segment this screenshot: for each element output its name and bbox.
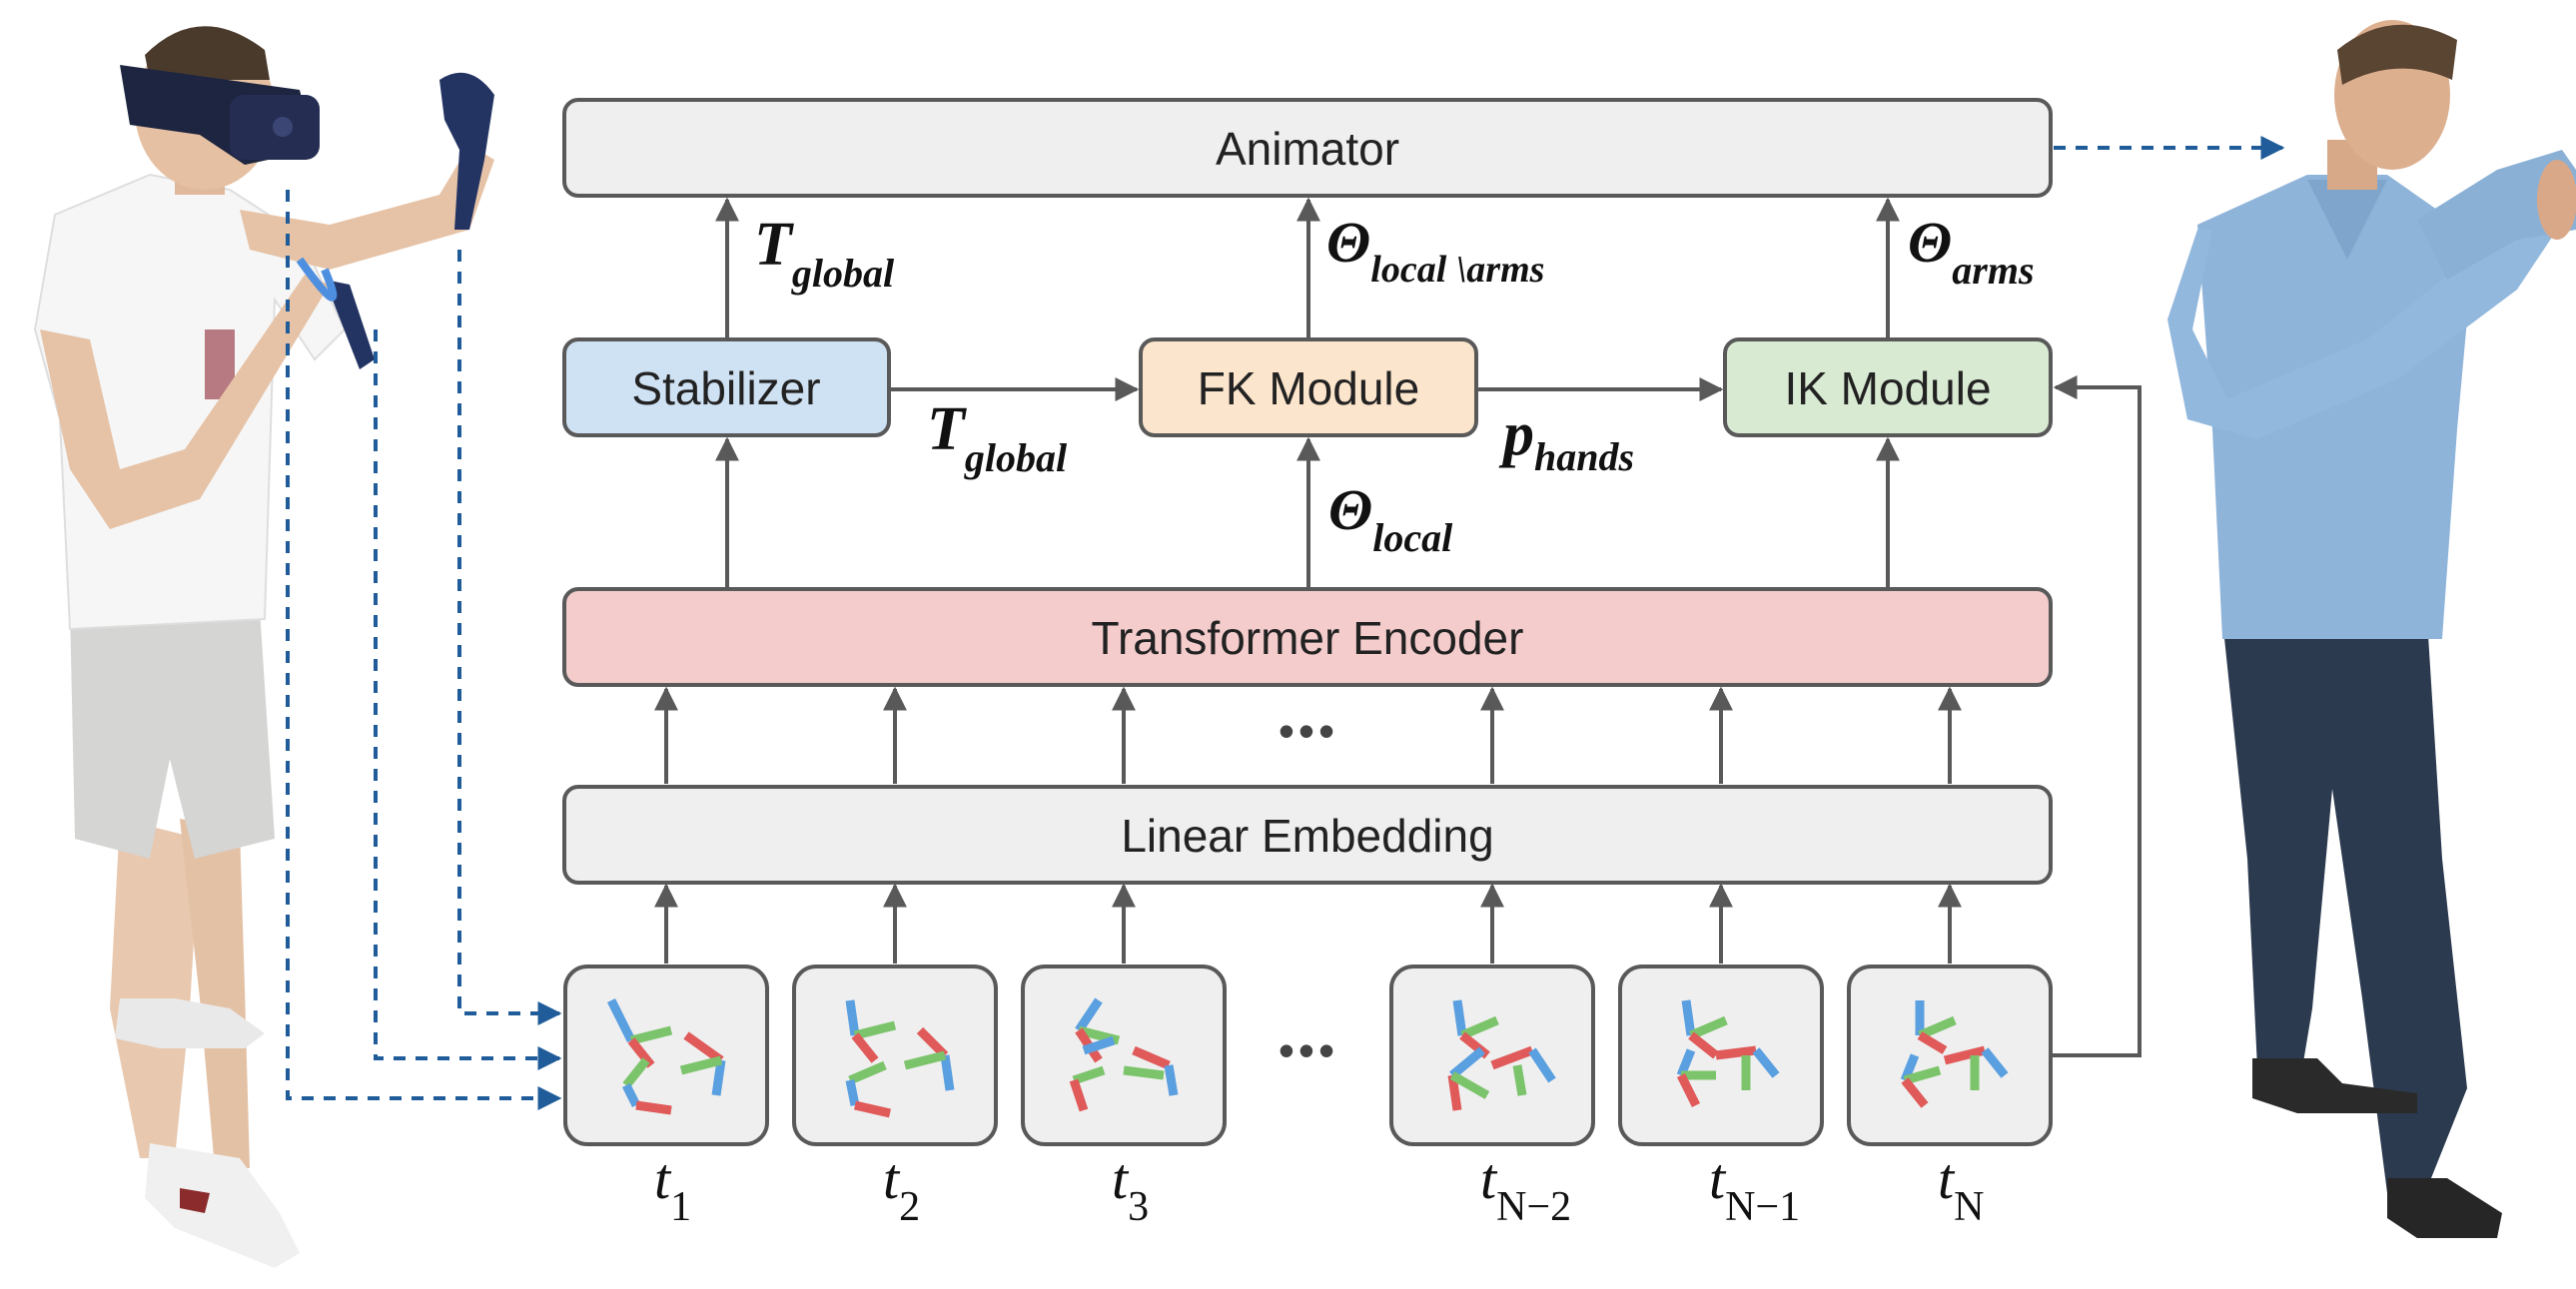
- input-frame-tile: [1389, 965, 1595, 1146]
- input-frame-tile: [1847, 965, 2053, 1146]
- p-hands-label: phands: [1498, 400, 1634, 479]
- joint-segment: [845, 1079, 860, 1106]
- joint-segment: [1449, 1071, 1490, 1099]
- tracker-input-connections: [286, 136, 2285, 1110]
- theta-local-label: Θlocal: [1328, 477, 1453, 560]
- joint-segment: [627, 1037, 655, 1068]
- fk-module-label: FK Module: [1198, 362, 1419, 414]
- stabilizer-box: Stabilizer: [562, 337, 891, 437]
- joint-segment: [1676, 1072, 1701, 1108]
- t-global-up-label: Tglobal: [754, 211, 895, 296]
- controller-input-arrow: [457, 250, 562, 1025]
- joint-segment: [1918, 1015, 1957, 1040]
- joint-segment: [1752, 1047, 1780, 1078]
- joint-segment: [711, 1059, 726, 1096]
- joint-segment: [679, 1055, 723, 1075]
- joint-segment: [1069, 1078, 1089, 1112]
- joint-segment: [853, 1020, 897, 1040]
- input-frame-background: [792, 965, 998, 1146]
- joint-segment: [1072, 1065, 1106, 1085]
- joint-segment: [1688, 1031, 1719, 1059]
- flow-arrows: [654, 197, 2142, 1057]
- ellipsis-top: •••: [1279, 705, 1338, 757]
- time-step-labels: t1 t2 t3 tN−2 tN−1 tN: [654, 1146, 1984, 1230]
- joint-segment: [1981, 1047, 2009, 1078]
- input-frame-tile: [1021, 965, 1227, 1146]
- time-step-label: t1: [654, 1146, 691, 1230]
- input-frame-background: [1021, 965, 1227, 1146]
- joint-segment: [1689, 1015, 1728, 1040]
- ik-module-box: IK Module: [1723, 337, 2053, 437]
- input-frame-tile: [563, 965, 769, 1146]
- joint-segment: [851, 1032, 879, 1063]
- joint-segment: [940, 1054, 955, 1091]
- joint-segment: [903, 1050, 947, 1070]
- fk-module-box: FK Module: [1139, 337, 1478, 437]
- joint-segment: [1528, 1047, 1556, 1083]
- animator-label: Animator: [1216, 123, 1399, 175]
- joint-segment: [683, 1031, 724, 1064]
- joint-segment: [621, 1082, 641, 1108]
- joint-segment: [1449, 1046, 1485, 1079]
- joint-segment: [1943, 1045, 1987, 1065]
- input-frame-tile: [1618, 965, 1824, 1146]
- linear-embedding-box: Linear Embedding: [562, 785, 2053, 885]
- joint-segment: [1681, 999, 1696, 1036]
- joint-segment: [1132, 1045, 1171, 1070]
- joint-segment: [629, 1025, 673, 1045]
- joint-segment: [1075, 997, 1103, 1033]
- joint-segment: [1123, 1065, 1165, 1080]
- joint-segment: [1512, 1064, 1527, 1096]
- time-step-label: t2: [883, 1146, 920, 1230]
- joint-segment: [1903, 1065, 1942, 1085]
- input-frame-background: [1389, 965, 1595, 1146]
- joint-segment: [1490, 1045, 1534, 1070]
- time-step-label: tN: [1938, 1146, 1984, 1230]
- joint-segment: [1164, 1064, 1179, 1096]
- animator-box: Animator: [562, 98, 2053, 198]
- input-frames: [563, 965, 2053, 1146]
- theta-arms-label: Θarms: [1908, 210, 2035, 293]
- avatar-render: [2167, 20, 2576, 1238]
- joint-segment: [635, 1100, 672, 1115]
- ellipsis-bottom: •••: [1279, 1024, 1338, 1076]
- joint-segment: [853, 1100, 892, 1118]
- input-frame-tile: [792, 965, 998, 1146]
- stabilizer-label: Stabilizer: [631, 362, 820, 414]
- t-global-side-label: Tglobal: [927, 395, 1068, 480]
- joint-segment: [1460, 1015, 1499, 1040]
- joint-segment: [1447, 1074, 1462, 1111]
- transformer-encoder-label: Transformer Encoder: [1092, 612, 1524, 664]
- vr-user-photo: [33, 26, 494, 1268]
- joint-segment: [916, 1026, 949, 1059]
- time-step-label: tN−2: [1480, 1146, 1571, 1230]
- hand-controller-input-arrow: [374, 329, 562, 1070]
- joint-segment: [606, 997, 636, 1043]
- joint-segment: [622, 1057, 650, 1088]
- joint-segment: [845, 999, 860, 1036]
- input-frame-background: [563, 965, 769, 1146]
- joint-segment: [1715, 1045, 1757, 1060]
- time-step-label: t3: [1112, 1146, 1149, 1230]
- joint-segment: [1082, 1035, 1116, 1055]
- joint-segment: [1901, 1077, 1929, 1108]
- linear-embedding-label: Linear Embedding: [1121, 810, 1493, 862]
- time-step-label: tN−1: [1709, 1146, 1800, 1230]
- joint-segment: [1452, 999, 1467, 1036]
- joint-segment: [848, 1060, 887, 1085]
- headset-input-arrow: [286, 190, 562, 1110]
- ik-module-label: IK Module: [1784, 362, 1991, 414]
- transformer-encoder-box: Transformer Encoder: [562, 587, 2053, 687]
- theta-local-arms-label: Θlocal \arms: [1326, 210, 1544, 291]
- joint-segment: [1917, 1031, 1948, 1054]
